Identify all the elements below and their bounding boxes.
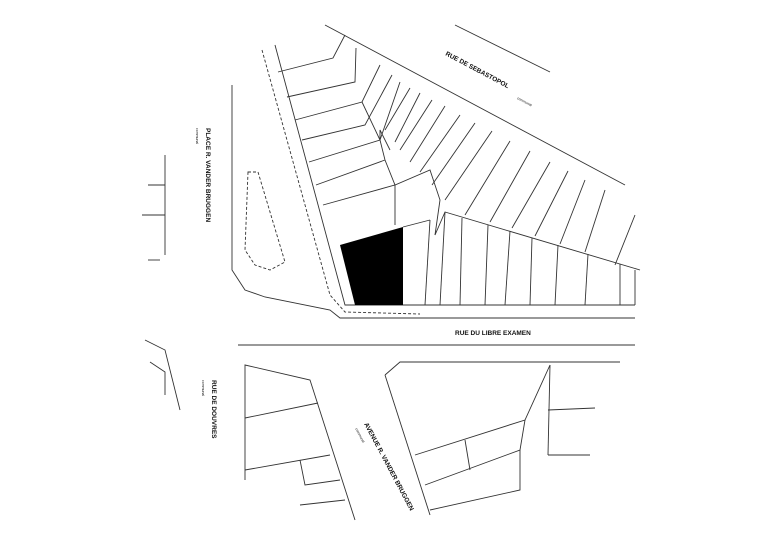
street-label-avenue-vander-bruggen: AVENUE R. VANDER BRUGGEN bbox=[362, 422, 415, 513]
street-label-sebastopol: RUE DE SEBASTOPOL bbox=[444, 51, 510, 91]
street-label-libre-examen: RUE DU LIBRE EXAMEN bbox=[455, 330, 531, 337]
street-note-douvres: communal bbox=[201, 380, 205, 396]
street-label-douvres: RUE DE DOUVRES bbox=[210, 380, 217, 439]
street-note-place-vander-bruggen: communal bbox=[195, 128, 199, 144]
street-label-place-vander-bruggen: PLACE R. VANDER BRUGGEN bbox=[204, 128, 211, 222]
central-block bbox=[274, 24, 641, 306]
street-note-avenue-vander-bruggen: communal bbox=[354, 427, 365, 443]
highlighted-parcel[interactable] bbox=[340, 227, 403, 305]
street-note-sebastopol: communal bbox=[516, 96, 532, 107]
